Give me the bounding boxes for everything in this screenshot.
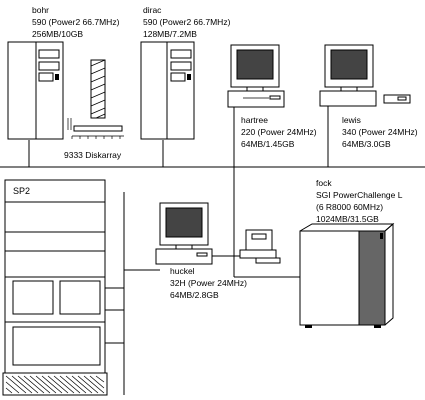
fock-server — [299, 222, 395, 328]
lewis-name: lewis — [342, 115, 361, 125]
fock-cabinet-front — [299, 230, 360, 326]
sp2-name: SP2 — [13, 186, 30, 196]
bohr-memory: 256MB/10GB — [32, 29, 83, 39]
diskarray — [67, 59, 124, 139]
sp2-node-2 — [59, 280, 101, 315]
sp2-rack — [2, 179, 108, 396]
huckel-workstation — [155, 202, 281, 265]
huckel-spec: 32H (Power 24MHz) — [170, 278, 247, 288]
diskarray-base — [73, 125, 123, 132]
lewis-screen — [330, 49, 368, 80]
lewis-spec: 340 (Power 24MHz) — [342, 127, 418, 137]
huckel-name: huckel — [170, 266, 195, 276]
hartree-cpu — [227, 90, 285, 108]
hartree-memory: 64MB/1.45GB — [241, 139, 295, 149]
lewis-memory: 64MB/3.0GB — [342, 139, 391, 149]
huckel-peripheral — [245, 229, 273, 251]
dirac-name: dirac — [143, 5, 162, 15]
hartree-spec: 220 (Power 24MHz) — [241, 127, 317, 137]
bohr-spec: 590 (Power2 66.7MHz) — [32, 17, 120, 27]
fock-memory: 1024MB/31.5GB — [316, 214, 379, 224]
hartree-workstation — [227, 44, 285, 108]
fock-cabinet-side — [358, 230, 386, 326]
sp2-node-1 — [12, 280, 54, 315]
fock-spec: SGI PowerChallenge L — [316, 190, 403, 200]
hartree-screen — [236, 49, 274, 80]
diskarray-unit — [90, 59, 106, 119]
lewis-cpu — [319, 90, 377, 107]
huckel-screen — [165, 207, 203, 238]
fock-cpu: (6 R8000 60MHz) — [316, 202, 383, 212]
huckel-memory: 64MB/2.8GB — [170, 290, 219, 300]
hartree-name: hartree — [241, 115, 268, 125]
bohr-name: bohr — [32, 5, 49, 15]
dirac-spec: 590 (Power2 66.7MHz) — [143, 17, 231, 27]
fock-name: fock — [316, 178, 332, 188]
sp2-node-3 — [12, 326, 101, 366]
dirac-server — [140, 41, 195, 140]
bohr-server — [7, 41, 64, 140]
lewis-workstation — [319, 44, 411, 107]
dirac-memory: 128MB/7.2MB — [143, 29, 197, 39]
lewis-keyboard — [383, 94, 411, 104]
diskarray-label: 9333 Diskarray — [64, 150, 122, 160]
